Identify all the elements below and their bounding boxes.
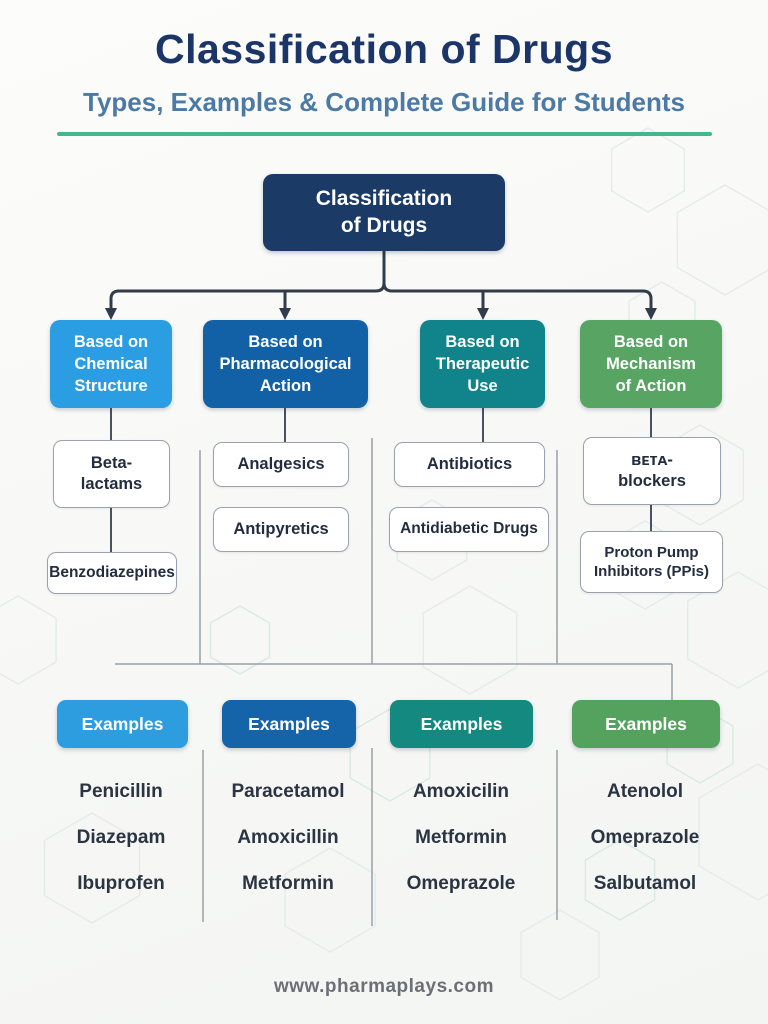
header-underline [57,132,712,136]
root-branch-connector [109,249,653,314]
examples-header-mechanism: Examples [572,700,720,748]
root-node: Classification of Drugs [263,174,505,251]
branch-mechanism-of-action: Based on Mechanism of Action [580,320,722,408]
child-beta-blockers: ʙᴇᴛᴀ- blockers [583,437,721,505]
example-drug: Ibuprofen [77,873,165,894]
child-antibiotics: Antibiotics [394,442,545,487]
page-subtitle: Types, Examples & Complete Guide for Stu… [83,87,685,117]
branch-child-connector [110,408,652,552]
branch-chemical-structure: Based on Chemical Structure [50,320,172,408]
example-drug: Omeprazole [406,873,516,894]
child-beta-lactams: Beta- lactams [53,440,170,508]
branch-therapeutic-use: Based on Therapeutic Use [420,320,545,408]
child-analgesics: Analgesics [213,442,349,487]
example-drug: Metformin [242,873,334,894]
example-drug: Penicillin [79,781,163,802]
examples-header-chemical: Examples [57,700,188,748]
examples-header-therapeutic: Examples [390,700,533,748]
example-drug: Atenolol [607,781,683,802]
example-drug: Omeprazole [590,827,700,848]
example-drug: Amoxicillin [237,827,339,848]
example-drug: Diazepam [76,827,166,848]
child-antipyretics: Antipyretics [213,507,349,552]
branch-pharmacological-action: Based on Pharmacological Action [203,320,368,408]
child-antidiabetic-drugs: Antidiabetic Drugs [389,507,549,552]
example-drug: Amoxicilin [412,781,510,802]
page-title: Classification of Drugs [154,26,613,72]
example-drug: Salbutamol [593,873,697,894]
child-proton-pump-inhibitors: Proton Pump Inhibitors (PPis) [580,531,723,593]
example-drug: Paracetamol [231,781,345,802]
arrow-down-icon [105,308,657,320]
examples-header-pharmacological: Examples [222,700,356,748]
example-drug: Metformin [415,827,507,848]
website-url: www.pharmaplays.com [274,976,494,997]
child-benzodiazepines: Benzodiazepines [47,552,177,594]
